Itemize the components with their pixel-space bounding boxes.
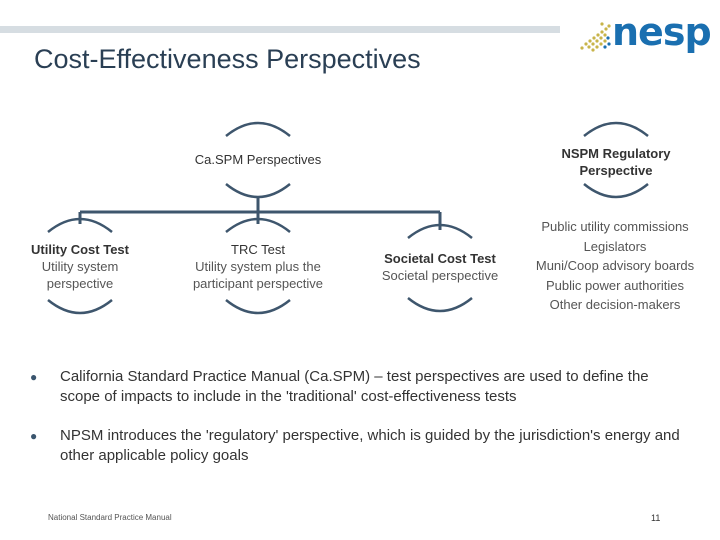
regulator-item: Other decision-makers xyxy=(549,297,681,313)
bullet-item: ● NPSM introduces the 'regulatory' persp… xyxy=(30,426,690,466)
root-left-label: Ca.SPM Perspectives xyxy=(178,151,338,168)
bullet-list: ● California Standard Practice Manual (C… xyxy=(30,367,690,485)
logo-wordmark: nesp xyxy=(612,10,712,54)
regulator-item: Legislators xyxy=(583,238,647,254)
node-societal-cost-test: Societal Cost Test Societal perspective xyxy=(370,250,510,284)
node-title: Utility Cost Test xyxy=(31,242,129,257)
header-divider xyxy=(0,26,560,33)
root-right-arc-top xyxy=(583,121,649,137)
node-desc: Societal perspective xyxy=(381,268,499,283)
node-desc: Utility system plus the participant pers… xyxy=(192,259,324,291)
node1-arc-bottom xyxy=(47,299,113,315)
footer-label: National Standard Practice Manual xyxy=(48,513,172,522)
bullet-text: NPSM introduces the 'regulatory' perspec… xyxy=(60,427,680,464)
node-title: Societal Cost Test xyxy=(384,251,496,266)
bullet-text: California Standard Practice Manual (Ca.… xyxy=(60,368,649,405)
root-left-arc-top xyxy=(225,121,291,137)
node-desc: Utility system perspective xyxy=(41,259,119,291)
root-right-arc-bottom xyxy=(583,183,649,199)
nesp-leaf-icon xyxy=(580,22,611,52)
bullet-item: ● California Standard Practice Manual (C… xyxy=(30,367,690,407)
node3-arc-bottom xyxy=(407,297,473,313)
root-right-label: NSPM Regulatory Perspective xyxy=(546,145,686,179)
node2-arc-bottom xyxy=(225,299,291,315)
regulator-list: Public utility commissions Legislators M… xyxy=(520,217,710,315)
node-trc-test: TRC Test Utility system plus the partici… xyxy=(183,241,333,292)
regulator-item: Muni/Coop advisory boards xyxy=(535,258,695,274)
root-right-title: NSPM Regulatory Perspective xyxy=(561,146,671,178)
page-title: Cost-Effectiveness Perspectives xyxy=(34,44,421,74)
node-title: TRC Test xyxy=(231,242,285,257)
regulator-item: Public utility commissions xyxy=(541,219,689,234)
bullet-dot-icon: ● xyxy=(30,429,38,443)
root-left-title: Ca.SPM Perspectives xyxy=(194,152,322,167)
bullet-dot-icon: ● xyxy=(30,370,38,384)
regulator-item: Public power authorities xyxy=(545,277,685,293)
node-utility-cost-test: Utility Cost Test Utility system perspec… xyxy=(10,241,150,292)
page-number: 11 xyxy=(651,513,661,523)
root-left-arc-bottom xyxy=(225,183,291,199)
